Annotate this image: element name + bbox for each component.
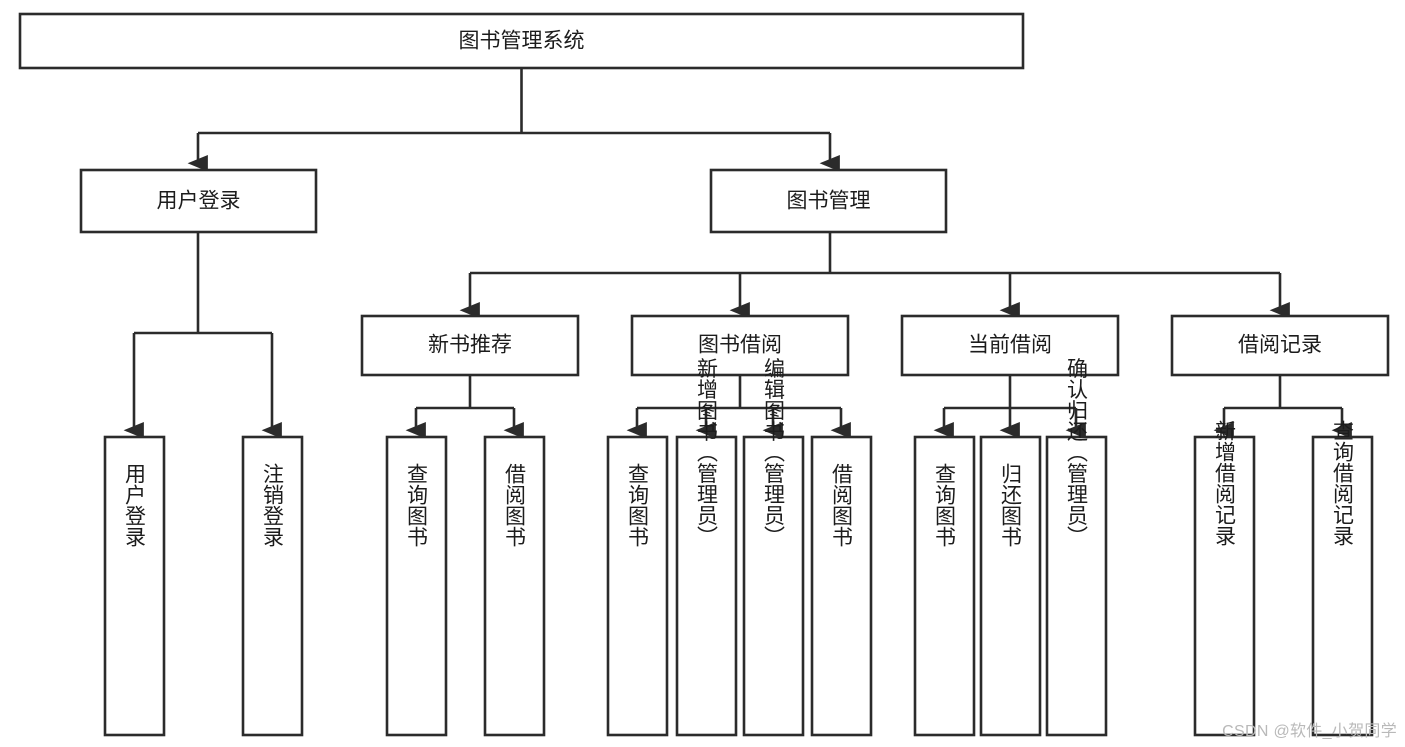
leaf-add-borrow-record-label: 新增借阅记录 [1213,420,1237,546]
leaf-query-book-current-box[interactable] [913,435,976,737]
leaf-node[interactable]: 查询图书 [606,435,669,737]
leaf-node[interactable]: 查询图书 [913,435,976,737]
node-book-manage-label: 图书管理 [787,190,871,213]
leaf-edit-book-admin-label: 编辑图书（管理员） [762,358,786,547]
leaf-query-borrow-record-box[interactable] [1311,435,1374,737]
node-root-box[interactable] [18,12,1025,70]
leaf-borrow-book-label: 借阅图书 [830,463,854,547]
leaf-user-logout-box[interactable] [241,435,304,737]
node-current-borrow-box[interactable] [900,314,1120,377]
node-user-login[interactable]: 用户登录 [79,168,318,234]
leaf-edit-book-admin-box[interactable] [742,435,805,737]
node-current-borrow-label: 当前借阅 [968,334,1052,357]
leaf-query-book-rec-label: 查询图书 [405,463,429,547]
leaf-borrow-book-box[interactable] [810,435,873,737]
leaf-node[interactable]: 新增图书（管理员） [675,358,738,737]
csdn-watermark: CSDN @软件_小贺同学 [1222,723,1397,740]
node-book-borrow-label: 图书借阅 [698,334,782,357]
leaf-node[interactable]: 借阅图书 [810,435,873,737]
leaf-add-book-admin-label: 新增图书（管理员） [695,358,719,547]
leaf-add-borrow-record-box[interactable] [1193,435,1256,737]
node-book-borrow-box[interactable] [630,314,850,377]
node-root-label: 图书管理系统 [459,30,585,53]
leaf-query-book-borrow-box[interactable] [606,435,669,737]
leaf-query-borrow-record-label: 查询借阅记录 [1331,420,1355,546]
node-book-borrow[interactable]: 图书借阅 [630,314,850,377]
leaf-return-book-box[interactable] [979,435,1042,737]
leaf-borrow-book-rec-box[interactable] [483,435,546,737]
leaf-node[interactable]: 注销登录 [241,435,304,737]
node-current-borrow[interactable]: 当前借阅 [900,314,1120,377]
leaf-user-login-box[interactable] [103,435,166,737]
node-user-login-box[interactable] [79,168,318,234]
node-new-book-recommend[interactable]: 新书推荐 [360,314,580,377]
leaf-query-book-borrow-label: 查询图书 [626,463,650,547]
leaf-confirm-return-admin-box[interactable] [1045,435,1108,737]
leaf-node[interactable]: 编辑图书（管理员） [742,358,805,737]
leaf-return-book-label: 归还图书 [999,463,1023,547]
node-book-manage[interactable]: 图书管理 [709,168,948,234]
leaf-node[interactable]: 借阅图书 [483,435,546,737]
node-new-book-recommend-box[interactable] [360,314,580,377]
nodes-layer: 图书管理系统 用户登录 图书管理 新书推荐 图书借阅 当前 [18,12,1390,737]
connectors-layer [123,68,1352,439]
node-borrow-records-box[interactable] [1170,314,1390,377]
leaf-node[interactable]: 确认归还（管理员） [1045,358,1108,737]
node-borrow-records[interactable]: 借阅记录 [1170,314,1390,377]
leaf-add-book-admin-box[interactable] [675,435,738,737]
node-new-book-recommend-label: 新书推荐 [428,334,512,357]
leaf-query-book-current-label: 查询图书 [933,463,957,547]
leaf-node[interactable]: 查询图书 [385,435,448,737]
leaf-node[interactable]: 查询借阅记录 [1311,420,1374,737]
leaf-node[interactable]: 归还图书 [979,435,1042,737]
leaf-query-book-rec-box[interactable] [385,435,448,737]
leaf-borrow-book-rec-label: 借阅图书 [503,463,527,547]
node-book-manage-box[interactable] [709,168,948,234]
node-user-login-label: 用户登录 [157,190,241,213]
leaf-user-login-label: 用户登录 [123,463,147,547]
leaf-node[interactable]: 用户登录 [103,435,166,737]
node-borrow-records-label: 借阅记录 [1238,334,1322,357]
leaf-user-logout-label: 注销登录 [261,463,285,547]
leaf-confirm-return-admin-label: 确认归还（管理员） [1065,358,1089,547]
leaf-node[interactable]: 新增借阅记录 [1193,420,1256,737]
node-root[interactable]: 图书管理系统 [18,12,1025,70]
